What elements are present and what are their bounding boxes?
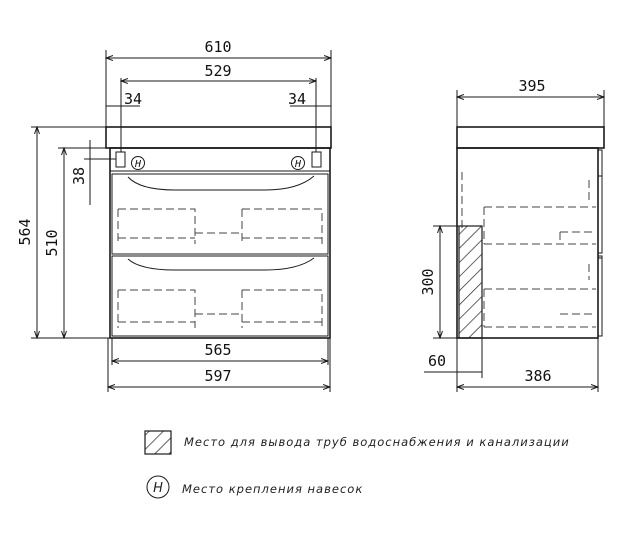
dim-drawer-width: 565 bbox=[204, 341, 231, 359]
top-drawer-front bbox=[111, 173, 329, 255]
dim-pipe-height: 300 bbox=[419, 268, 437, 295]
right-hanger-icon: H bbox=[291, 156, 305, 170]
hatched-square-icon bbox=[144, 430, 172, 455]
dim-total-width: 610 bbox=[204, 38, 231, 56]
left-hanger-icon: H bbox=[131, 156, 145, 170]
dim-body-height: 510 bbox=[43, 229, 61, 256]
bottom-drawer-handle-curve bbox=[127, 257, 315, 271]
legend-hangers-text: Место крепления навесок bbox=[182, 482, 363, 496]
dim-left-offset: 34 bbox=[124, 90, 142, 108]
bottom-drawer-front bbox=[111, 255, 329, 337]
dim-right-offset: 34 bbox=[288, 90, 306, 108]
dim-inner-width: 529 bbox=[204, 62, 231, 80]
legend-item-hangers: H Место крепления навесок bbox=[146, 475, 363, 499]
legend-item-pipes: Место для вывода труб водоснабжения и ка… bbox=[144, 430, 570, 455]
dim-pipe-offset: 60 bbox=[428, 352, 446, 370]
cabinet-body bbox=[109, 147, 331, 339]
dim-depth-body: 386 bbox=[524, 367, 551, 385]
dim-total-height: 564 bbox=[16, 218, 34, 245]
legend: Место для вывода труб водоснабжения и ка… bbox=[144, 430, 570, 499]
side-body bbox=[456, 147, 599, 339]
svg-text:H: H bbox=[153, 481, 163, 496]
svg-text:H: H bbox=[294, 159, 302, 170]
side-countertop bbox=[456, 126, 605, 149]
side-view: 395 300 60 386 bbox=[419, 77, 604, 392]
legend-pipes-text: Место для вывода труб водоснабжения и ка… bbox=[184, 435, 570, 449]
dim-body-width: 597 bbox=[204, 367, 231, 385]
dim-depth-top: 395 bbox=[518, 77, 545, 95]
pipe-outlet-area bbox=[458, 225, 483, 339]
left-hanger-bracket bbox=[115, 151, 126, 168]
front-view: H H 610 529 34 34 564 510 bbox=[16, 38, 331, 392]
countertop bbox=[105, 126, 332, 149]
top-drawer-handle-curve bbox=[127, 175, 315, 191]
hanger-circle-icon: H bbox=[146, 475, 170, 499]
svg-text:H: H bbox=[134, 159, 142, 170]
dim-top-gap: 38 bbox=[70, 167, 88, 185]
right-hanger-bracket bbox=[311, 151, 322, 168]
